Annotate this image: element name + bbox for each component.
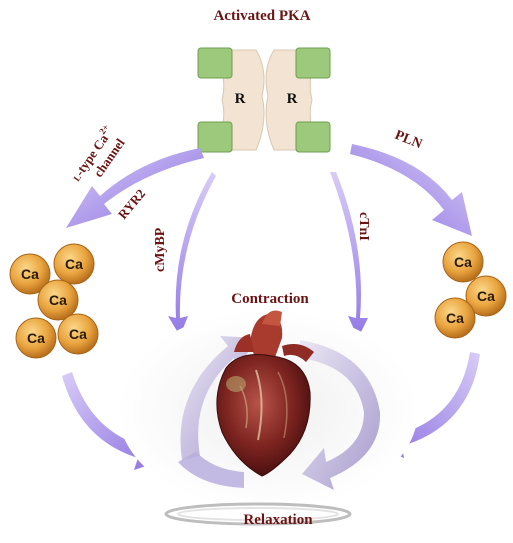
svg-text:Ca: Ca xyxy=(49,292,67,308)
heart-illustration xyxy=(216,310,314,477)
pln-label: PLN xyxy=(393,128,425,152)
arrow-to-ltype xyxy=(66,148,204,228)
arrow-cmybp xyxy=(168,172,216,336)
cmybp-label: cMyBP xyxy=(153,227,168,272)
ca-cluster-left: Ca Ca Ca Ca Ca xyxy=(9,243,99,359)
arrow-ctni xyxy=(330,172,368,338)
arrow-to-pln xyxy=(350,144,472,236)
ca-ion: Ca xyxy=(9,253,51,295)
cycle-arrow-right xyxy=(300,340,381,490)
ltype-prefix: L xyxy=(71,172,83,183)
pka-catalytic-tl xyxy=(197,47,233,79)
pka-complex: R R xyxy=(197,47,331,153)
ca-ion: Ca xyxy=(53,243,95,285)
svg-text:Ca: Ca xyxy=(27,330,45,346)
ca-ion: Ca xyxy=(37,279,79,321)
diagram-title: Activated PKA xyxy=(213,8,310,24)
contraction-label: Contraction xyxy=(231,291,309,307)
cycle-arrow-bottom xyxy=(178,452,244,488)
ca-ion: Ca xyxy=(465,275,507,317)
pka-catalytic-tr xyxy=(295,47,331,79)
pka-catalytic-br xyxy=(295,121,331,153)
ca-ion: Ca xyxy=(434,297,476,339)
svg-text:Ca: Ca xyxy=(454,254,472,270)
svg-text:Ca: Ca xyxy=(446,310,464,326)
pka-catalytic-bl xyxy=(197,121,233,153)
ca-ion: Ca xyxy=(15,317,57,359)
ca-ion: Ca xyxy=(442,241,484,283)
relaxation-ring xyxy=(164,502,352,526)
svg-text:Ca: Ca xyxy=(65,256,83,272)
pka-r-left: R xyxy=(235,91,246,107)
ca-cluster-right: Ca Ca Ca xyxy=(434,241,507,339)
relaxation-label: Relaxation xyxy=(243,512,313,528)
svg-text:Ca: Ca xyxy=(21,266,39,282)
svg-text:Ca: Ca xyxy=(69,326,87,342)
ca-ion: Ca xyxy=(57,313,99,355)
ctni-label: cTnI xyxy=(356,212,371,241)
pka-r-right: R xyxy=(287,91,298,107)
ltype-sup: 2+ xyxy=(97,122,111,136)
svg-text:Ca: Ca xyxy=(477,288,495,304)
